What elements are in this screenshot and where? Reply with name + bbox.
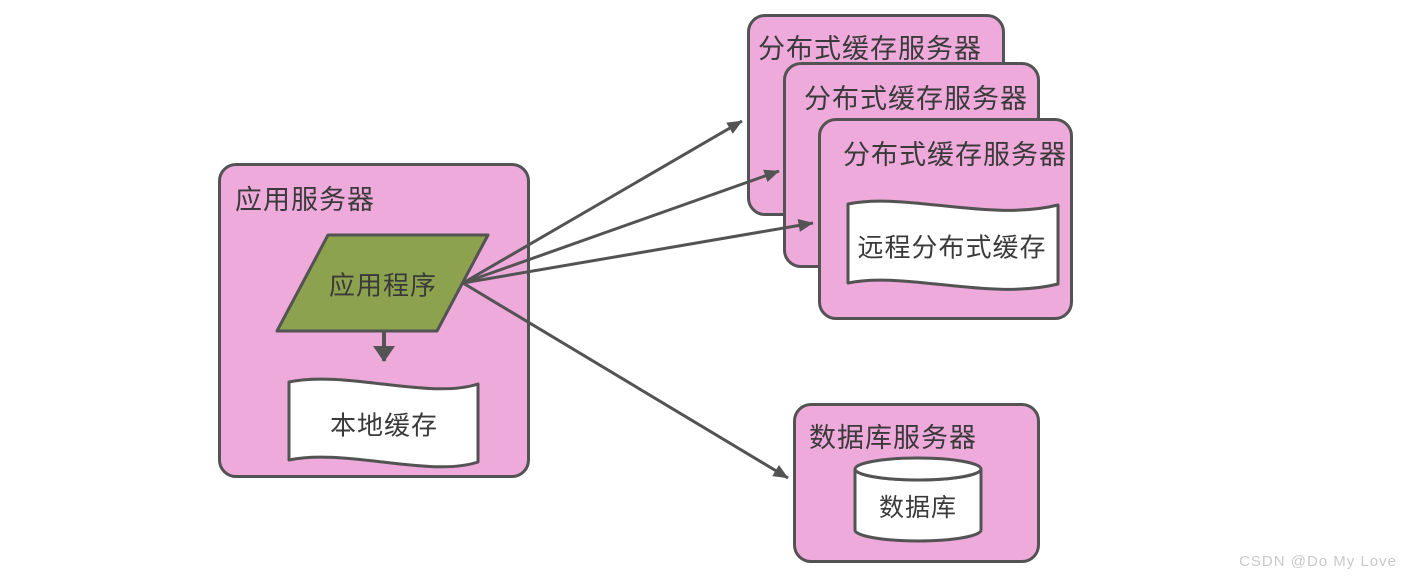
cache-server-back-title: 分布式缓存服务器 (758, 34, 982, 64)
watermark: CSDN @Do My Love (1239, 553, 1397, 570)
remote-cache-label: 远程分布式缓存 (857, 232, 1047, 263)
app-server-title: 应用服务器 (235, 185, 375, 215)
database-label: 数据库 (878, 494, 958, 522)
cache-server-front-title: 分布式缓存服务器 (843, 140, 1067, 170)
cache-server-middle-title: 分布式缓存服务器 (804, 84, 1028, 114)
cache-server-box-front: 分布式缓存服务器 (818, 118, 1073, 320)
db-server-box: 数据库服务器 (793, 403, 1040, 563)
local-cache-label: 本地缓存 (329, 410, 439, 441)
db-server-title: 数据库服务器 (809, 423, 977, 453)
application-label: 应用程序 (328, 270, 438, 301)
